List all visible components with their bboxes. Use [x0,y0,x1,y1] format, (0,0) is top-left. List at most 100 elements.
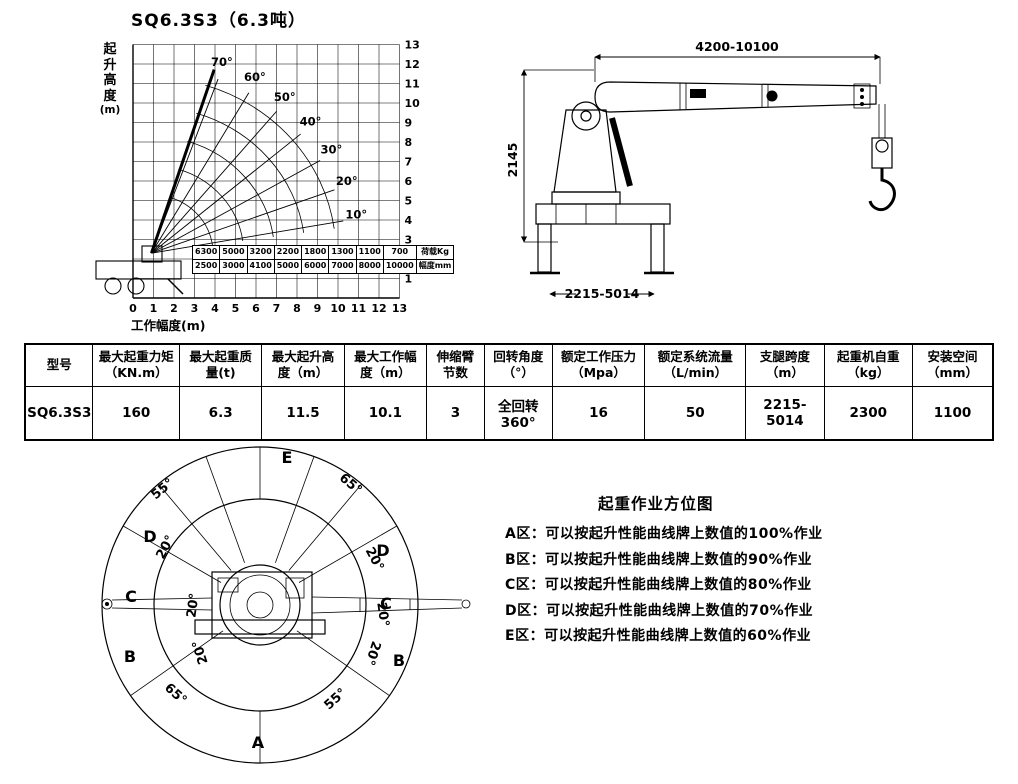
zone-legend-item: A区：可以按起升性能曲线牌上数值的100%作业 [505,526,823,542]
turret-circle-inner [229,574,291,636]
y-tick-label: 13 [405,39,420,52]
load-value-kg: 700 [382,245,417,260]
zone-line [298,525,398,583]
x-tick-label: 12 [371,302,386,315]
spec-header-cell: 最大工作幅 度（m） [343,343,428,387]
radius-value-mm: 7000 [328,258,357,274]
angle-label-55-ul: 55° [149,476,177,503]
truck-silhouette-body [95,260,182,280]
crane-boom-silhouette [150,69,216,254]
zone-line [288,483,362,571]
angle-label-20-ld: 20° [154,533,179,562]
boom-topview-left [111,597,213,601]
boom-head-bracket [853,83,871,109]
truck-body-topview [211,571,313,639]
truck-silhouette-pedestal [141,245,163,263]
boom-topview-right [311,607,463,614]
base-frame [535,203,671,225]
boom-angle-label: 50° [274,90,296,104]
luffing-cylinder [609,117,633,187]
y-tick-label: 3 [405,234,413,247]
spec-header-cell: 伸缩臂 节数 [426,343,485,387]
zone-label-c-left: C [125,587,137,606]
zone-legend-item: E区：可以按起升性能曲线牌上数值的60%作业 [505,628,812,644]
spec-data-cell: SQ6.3S3 [24,385,94,440]
spec-data-cell: 16 [551,385,646,440]
pedestal [553,109,617,193]
angle-label-20-rb: 20° [361,639,383,667]
dim-boom-length: 4200-10100 [695,39,779,54]
bolt-dot [860,88,864,92]
load-value-kg: 1100 [355,245,384,260]
zone-line [205,456,245,563]
x-tick-label: 3 [191,302,199,315]
turret-circle [219,564,301,646]
y-tick-label: 1 [405,273,413,286]
load-value-kg: 5000 [219,245,248,260]
boom-angle-line [151,110,277,254]
boom-extension-arc [178,168,244,241]
spec-data-cell: 3 [426,385,485,440]
angle-label-55-lr: 55° [322,686,350,714]
truck-wheel [104,277,122,295]
boom-extension-arc [196,112,305,233]
spec-data-cell: 10.1 [343,385,428,440]
boom-angle-label: 70° [211,55,233,69]
spec-data-cell: 2215-5014 [745,385,825,440]
x-tick-label: 7 [273,302,281,315]
x-tick-label: 5 [232,302,240,315]
dim-outrigger-span: 2215-5014 [565,286,640,301]
spec-header-cell: 起重机自重 （kg） [823,343,914,387]
capacity-chart: 1234567891011121301234567891011121370°60… [88,36,455,336]
outrigger-leg-right [650,223,665,273]
truck-detail [285,577,305,599]
x-tick-label: 11 [351,302,366,315]
load-value-kg: 1800 [301,245,330,260]
zone-label-c-right: C [380,594,392,613]
turntable [551,191,621,205]
turret-hub [246,591,274,619]
boom-angle-label: 10° [345,208,367,222]
boom-angle-line [151,92,250,254]
y-axis-unit: (m) [99,104,121,117]
spec-header-cell: 最大起升高 度（m） [261,343,345,387]
load-row-label: 荷载Kg [415,245,455,260]
zone-label-d-left: D [143,527,156,546]
y-tick-label: 12 [405,58,420,71]
zone-legend-item: B区：可以按起升性能曲线牌上数值的90%作业 [505,551,813,568]
boom-pivot [571,101,601,131]
load-value-kg: 6300 [191,245,221,260]
zone-line [130,630,224,696]
y-tick-label: 5 [405,195,413,208]
x-tick-label: 9 [314,302,322,315]
y-tick-label: 8 [405,136,413,149]
zone-legend-title: 起重作业方位图 [598,495,714,513]
spec-data-cell: 6.3 [178,385,263,440]
spec-data-cell: 11.5 [261,385,345,440]
dim-mount-height: 2145 [505,143,520,178]
boom-angle-label: 30° [321,143,343,157]
zone-label-a: A [252,733,265,752]
y-tick-label: 7 [405,156,413,169]
boom-tip-dot [105,602,109,606]
boom-angle-line [151,220,344,254]
zone-line [296,630,390,696]
radius-row-label: 幅度mm [415,258,455,274]
x-tick-label: 10 [330,302,346,315]
x-tick-label: 0 [129,302,137,315]
spec-header-cell: 支腿跨度 （m） [745,343,825,387]
boom-extension-arc [169,196,213,246]
angle-label-20-lc: 20° [184,592,202,618]
radius-value-mm: 4100 [246,258,275,274]
zone-legend-item: D区：可以按起升性能曲线牌上数值的70%作业 [505,602,814,619]
outrigger-leg-left [537,223,552,273]
crane-side-view: 4200-10100 2145 [505,39,896,301]
spec-header-cell: 最大起重质 量(t) [178,343,263,387]
y-tick-label: 6 [405,175,413,188]
angle-label-65-ur: 65° [336,471,364,498]
boom-detail-block [690,89,706,98]
